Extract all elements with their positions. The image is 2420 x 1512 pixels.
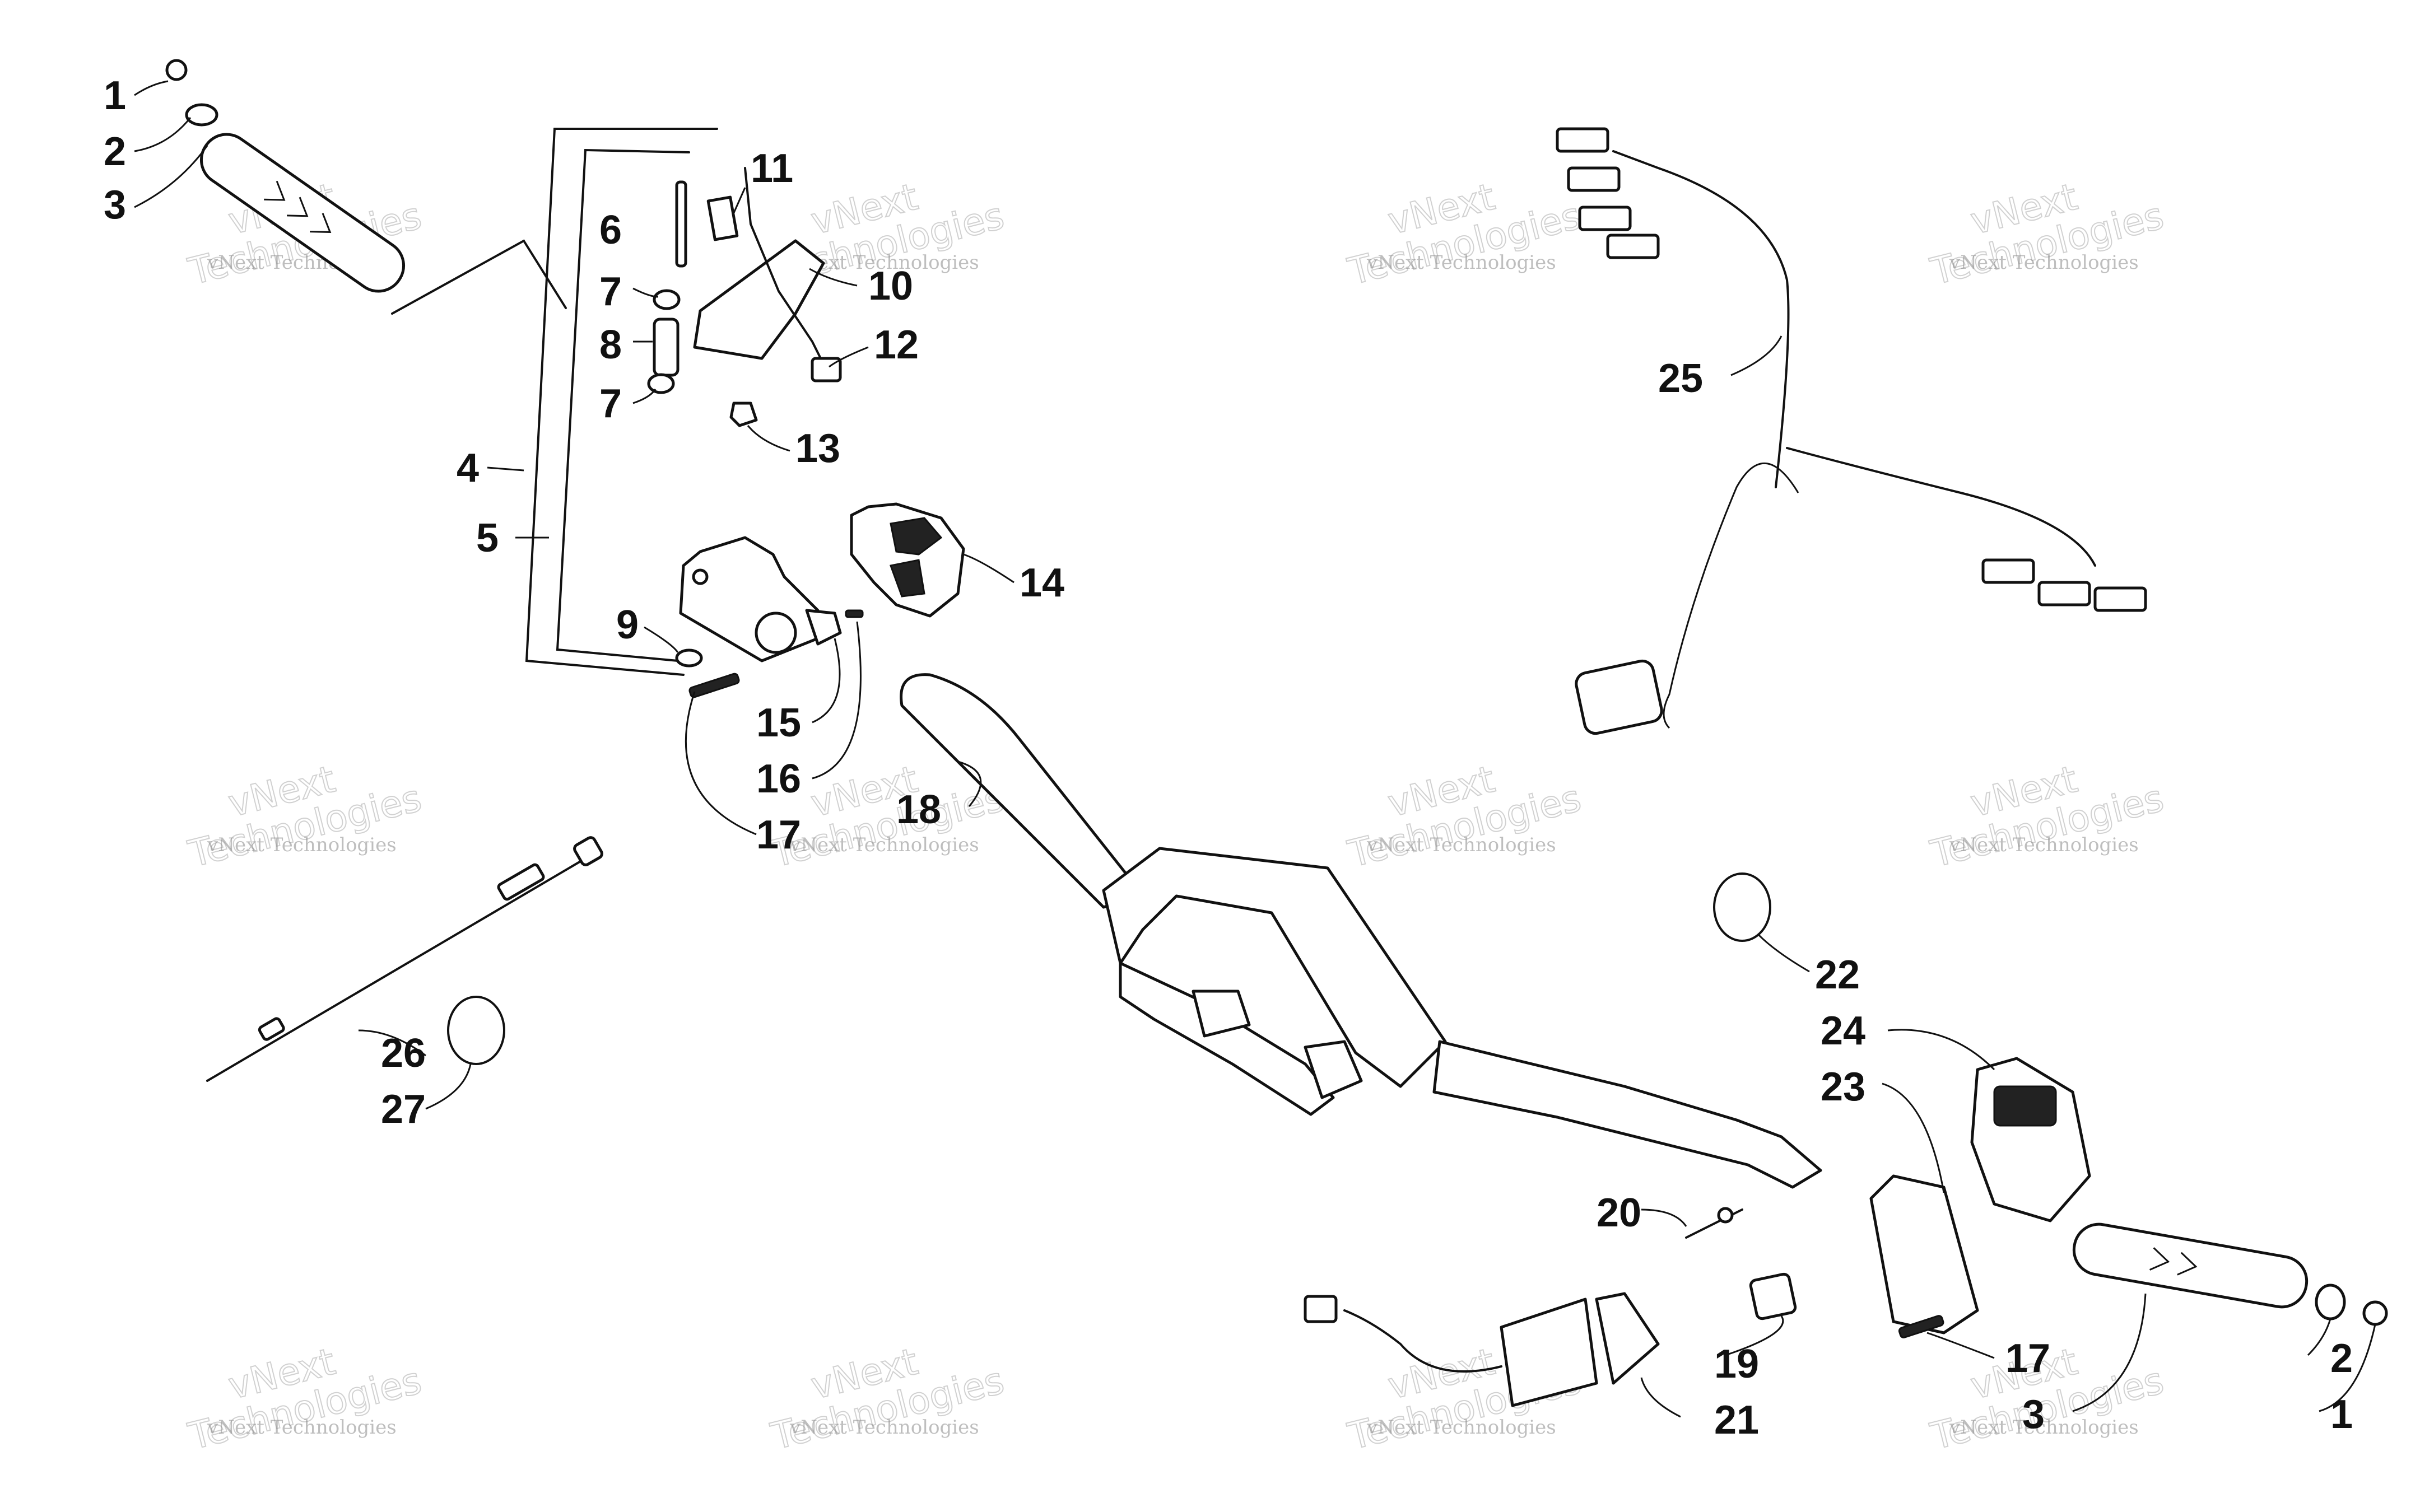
right-grip-assembly [2072,1222,2388,1326]
throttle-lever [693,239,825,360]
callout-15: 15 [756,701,801,745]
callout-19: 19 [1714,1342,1759,1387]
svg-text:vNext Technologies: vNext Technologies [207,834,397,856]
watermark: Technologies vNext vNext Technologies [766,1340,1009,1459]
cable-ties [447,872,1771,1065]
callout-12: 12 [874,323,919,367]
callout-8: 8 [599,323,622,367]
throttle-cable [206,836,603,1082]
left-grip-assembly [165,59,406,293]
callout-22: 22 [1815,953,1860,997]
callout-9: 9 [616,603,639,647]
callout-3: 3 [104,183,126,227]
watermarks: Technologies vNext vNext Technologies Te… [184,175,2168,1459]
watermark: Technologies vNext vNext Technologies [184,757,426,876]
callout-14: 14 [1020,561,1064,605]
svg-text:vNext Technologies: vNext Technologies [1366,1416,1556,1439]
callout-10: 10 [868,264,913,309]
screw [688,673,740,698]
heater-element [1304,1207,1797,1407]
callout-17-left: 17 [756,813,801,857]
callout-27: 27 [381,1087,426,1132]
watermark: Technologies vNext vNext Technologies [1926,175,2168,294]
right-switch-housing [1869,1057,2091,1338]
callout-1-right: 1 [2330,1392,2353,1437]
callout-3-right: 3 [2022,1392,2045,1437]
callout-18: 18 [896,787,941,832]
washer-upper [653,289,681,310]
callout-13: 13 [795,426,840,471]
callout-labels: 1 2 3 4 5 6 7 8 7 9 10 11 12 13 14 15 16… [104,73,2353,1443]
callout-23: 23 [1821,1065,1865,1109]
callout-2-right: 2 [2330,1336,2353,1381]
svg-text:vNext Technologies: vNext Technologies [789,1416,979,1439]
callout-25: 25 [1658,356,1703,401]
callout-7-upper: 7 [599,269,622,314]
svg-text:vNext Technologies: vNext Technologies [789,834,979,856]
wiring-harness [1556,127,2147,735]
svg-text:vNext Technologies: vNext Technologies [1949,251,2139,274]
set-screw [845,609,864,618]
callout-11: 11 [751,146,793,191]
watermark: Technologies vNext vNext Technologies [1926,757,2168,876]
pin [675,180,687,268]
washer-lower [647,373,675,394]
callout-2: 2 [104,129,126,174]
watermark: Technologies vNext vNext Technologies [1343,175,1586,294]
handlebar [900,673,1822,1189]
callout-26: 26 [381,1031,426,1076]
svg-text:vNext Technologies: vNext Technologies [1949,834,2139,856]
left-switch-housing [675,536,864,698]
leader-lines [134,80,2376,1418]
svg-text:vNext Technologies: vNext Technologies [207,1416,397,1439]
callout-24: 24 [1821,1009,1865,1053]
callout-21: 21 [1714,1398,1759,1443]
callout-5: 5 [476,516,499,561]
callout-7-lower: 7 [599,381,622,426]
magnet [706,195,739,241]
callout-16: 16 [756,757,801,801]
watermark: Technologies vNext vNext Technologies [184,1340,426,1459]
svg-text:vNext Technologies: vNext Technologies [1366,834,1556,856]
callout-4: 4 [457,446,479,491]
callout-1: 1 [104,73,126,118]
svg-text:vNext Technologies: vNext Technologies [1949,1416,2139,1439]
throttle-hardware [647,167,842,427]
clip [729,402,758,427]
switch-bracket-outlines [391,128,718,676]
left-grip [199,133,406,293]
end-screw [165,59,188,81]
svg-text:vNext Technologies: vNext Technologies [1366,251,1556,274]
callout-6: 6 [599,208,622,253]
bushing [653,318,680,377]
callout-17-right: 17 [2005,1336,2050,1381]
watermark: Technologies vNext vNext Technologies [1343,757,1586,876]
callout-20: 20 [1597,1191,1641,1235]
end-washer [185,103,218,127]
hand-warmer-switch [850,502,965,618]
